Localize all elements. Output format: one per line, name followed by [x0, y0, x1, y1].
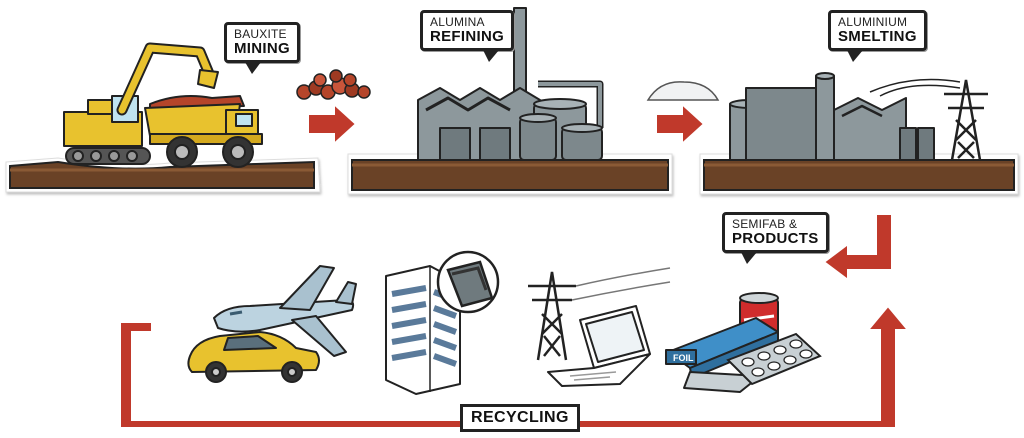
refinery-icon	[417, 7, 604, 161]
excavator-icon	[63, 42, 219, 165]
bauxite-ore-icon	[296, 69, 371, 100]
laptop-icon	[547, 305, 651, 387]
blister-pack-icon	[726, 332, 822, 386]
foil-icon: FOIL	[665, 317, 779, 393]
callout-alumina-refining: ALUMINA REFINING	[420, 10, 515, 63]
callout-bauxite-mining: BAUXITE MINING	[224, 22, 300, 75]
callout-bauxite-mining-line2: MINING	[234, 39, 290, 57]
callout-aluminium-smelting-line1: ALUMINIUM	[838, 15, 908, 29]
callout-aluminium-smelting: ALUMINIUM SMELTING	[828, 10, 927, 63]
callout-aluminium-smelting-line2: SMELTING	[838, 27, 917, 45]
car-icon	[187, 331, 320, 383]
arrow-to-smelting	[655, 101, 706, 147]
smelter-icon	[729, 72, 961, 161]
callout-semifab-products-line2: PRODUCTS	[732, 229, 819, 247]
ground-mining	[5, 157, 321, 193]
alumina-powder-icon	[646, 81, 720, 101]
airplane-icon	[213, 265, 357, 357]
foil-label: FOIL	[673, 353, 694, 363]
magnified-profile-icon	[436, 250, 500, 314]
callout-alumina-refining-line1: ALUMINA	[430, 15, 485, 29]
callout-semifab-products-line1: SEMIFAB &	[732, 217, 798, 231]
arrow-to-refining	[307, 101, 358, 147]
pylon-icon	[528, 267, 671, 361]
recycling-loop-arrow	[119, 304, 911, 429]
dump-truck-icon	[144, 95, 263, 168]
callout-bauxite-mining-line1: BAUXITE	[234, 27, 287, 41]
arrow-to-semifab	[822, 213, 893, 282]
pylon-icon	[944, 79, 988, 161]
callout-semifab-products: SEMIFAB & PRODUCTS	[722, 212, 829, 265]
recycling-label: RECYCLING	[460, 404, 580, 432]
callout-alumina-refining-line2: REFINING	[430, 27, 505, 45]
